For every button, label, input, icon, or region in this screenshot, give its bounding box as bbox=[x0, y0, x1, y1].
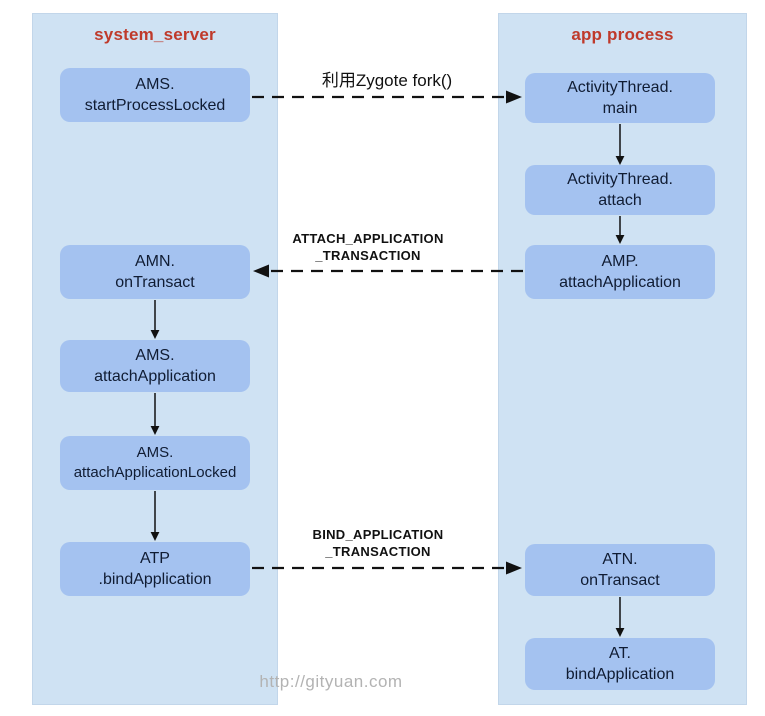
box-at-bindapplication: AT. bindApplication bbox=[525, 638, 715, 690]
box-ams-attachapplicationlocked: AMS. attachApplicationLocked bbox=[60, 436, 250, 490]
fork-arrow-label: 利用Zygote fork() bbox=[321, 71, 453, 90]
arrow-attach-transaction bbox=[253, 264, 523, 278]
bind-transaction-label: BIND_APPLICATION _TRANSACTION bbox=[312, 527, 444, 559]
arrow-bind-transaction bbox=[252, 561, 522, 575]
app-process-title: app process bbox=[571, 25, 674, 44]
box-activitythread-attach: ActivityThread. attach bbox=[525, 165, 715, 215]
watermark: http://gityuan.com bbox=[259, 672, 403, 691]
box-amp-attachapplication: AMP. attachApplication bbox=[525, 245, 715, 299]
box-amn-ontransact: AMN. onTransact bbox=[60, 245, 250, 299]
arrow-fork bbox=[252, 90, 522, 104]
system-server-title: system_server bbox=[94, 25, 216, 44]
box-ams-attachapplication: AMS. attachApplication bbox=[60, 340, 250, 392]
box-ams-startprocesslocked: AMS. startProcessLocked bbox=[60, 68, 250, 122]
box-atn-ontransact: ATN. onTransact bbox=[525, 544, 715, 596]
box-activitythread-main: ActivityThread. main bbox=[525, 73, 715, 123]
box-atp-bindapplication: ATP .bindApplication bbox=[60, 542, 250, 596]
attach-transaction-label: ATTACH_APPLICATION _TRANSACTION bbox=[292, 231, 444, 263]
